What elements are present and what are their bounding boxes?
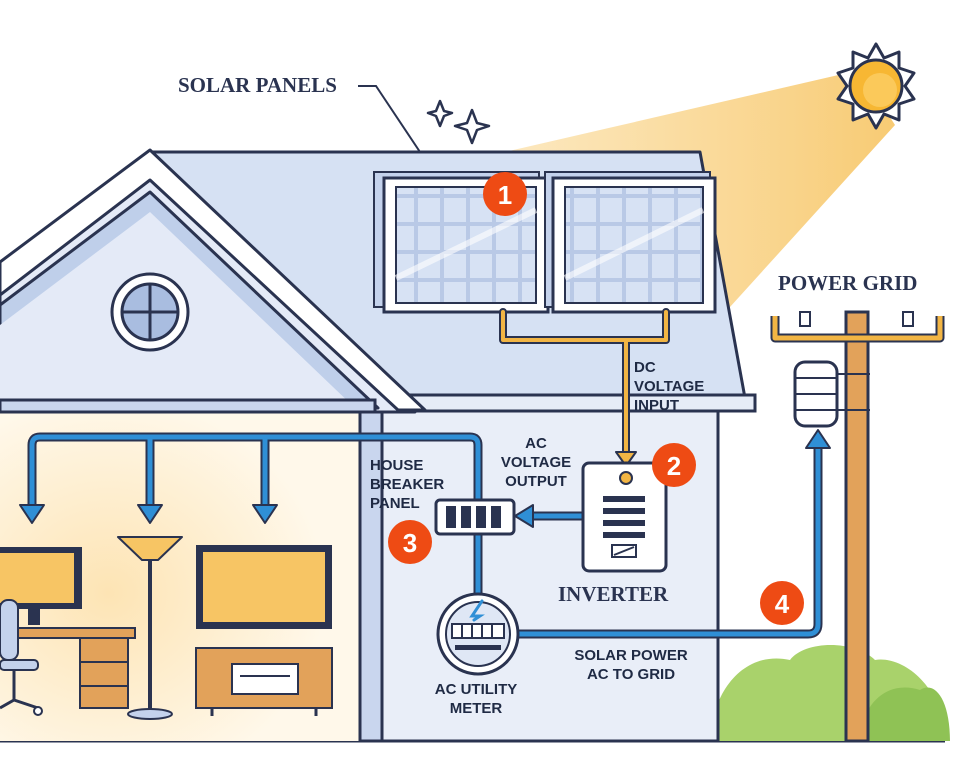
dc-wire <box>499 308 670 467</box>
power-pole <box>770 310 945 743</box>
meter-grid-flow <box>473 435 823 639</box>
arrow-up-icon <box>805 429 831 449</box>
svg-text:1: 1 <box>498 180 512 210</box>
dc-voltage-input-label-2: VOLTAGE <box>634 378 704 395</box>
solar-panels-leader-line <box>358 85 421 153</box>
breaker-panel <box>434 498 516 536</box>
dc-voltage-input-label-1: DC <box>634 359 656 376</box>
step-badge-2: 2 <box>652 443 696 487</box>
svg-text:2: 2 <box>667 451 681 481</box>
ac-voltage-output-label-3: OUTPUT <box>505 473 567 490</box>
solar-power-ac-to-grid-label-2: AC TO GRID <box>587 666 675 683</box>
dc-voltage-input-label-3: INPUT <box>634 397 679 414</box>
inverter-label: INVERTER <box>558 582 669 606</box>
solar-panel-right <box>544 171 717 314</box>
house-breaker-panel-label-1: HOUSE <box>370 457 423 474</box>
arrow-down-icon <box>19 504 278 524</box>
solar-power-ac-to-grid-label-1: SOLAR POWER <box>574 647 688 664</box>
ac-voltage-output-label-1: AC <box>525 435 547 452</box>
sun-icon <box>836 42 916 130</box>
ac-voltage-output-label-2: VOLTAGE <box>501 454 571 471</box>
sparkle-icon <box>426 99 491 145</box>
step-badge-4: 4 <box>760 581 804 625</box>
inverter-box <box>581 461 668 573</box>
bushes <box>710 645 950 741</box>
svg-text:4: 4 <box>775 589 790 619</box>
step-badge-3: 3 <box>388 520 432 564</box>
tv-set <box>195 545 333 716</box>
ac-utility-meter-label-1: AC UTILITY <box>435 681 518 698</box>
ac-utility-meter-label-2: METER <box>450 700 503 717</box>
floor-lamp <box>117 536 183 720</box>
round-window <box>110 272 190 352</box>
house-flow-lines <box>27 432 483 520</box>
solar-panels-label: SOLAR PANELS <box>178 73 337 97</box>
house-breaker-panel-label-2: BREAKER <box>370 476 444 493</box>
inverter-output-flow <box>514 504 588 528</box>
desk-monitor <box>0 547 136 709</box>
power-grid-label: POWER GRID <box>778 271 917 295</box>
step-badge-1: 1 <box>483 172 527 216</box>
house-breaker-panel-label-3: PANEL <box>370 495 420 512</box>
office-chair <box>0 599 43 716</box>
svg-text:3: 3 <box>403 528 417 558</box>
utility-meter <box>436 592 520 676</box>
